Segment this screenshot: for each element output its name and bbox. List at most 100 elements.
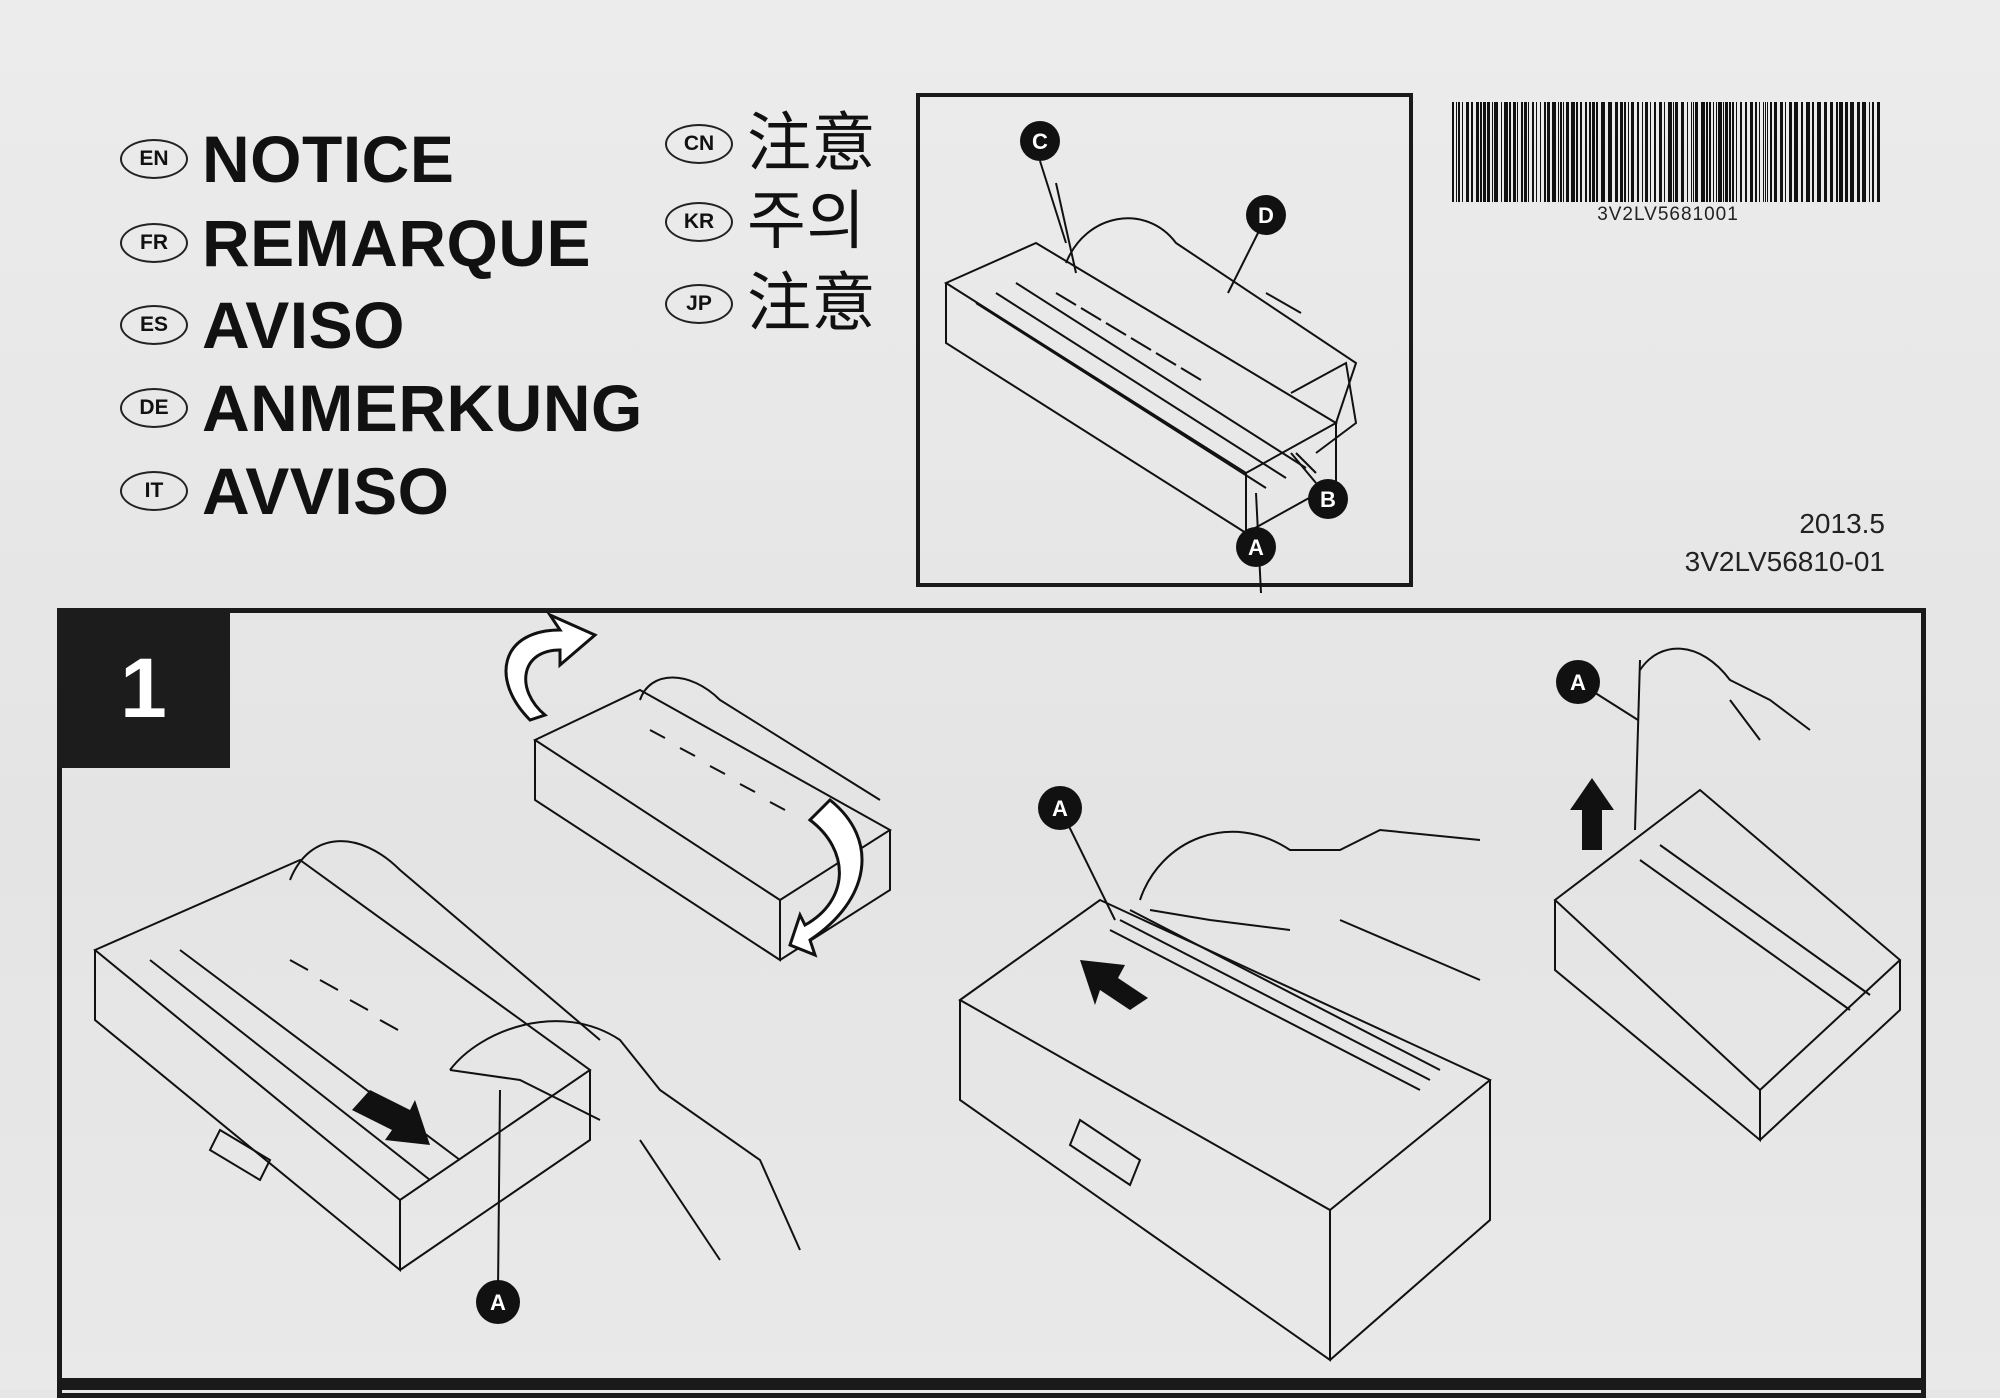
- barcode-bar: [1552, 102, 1556, 202]
- notice-it: IT AVVISO: [120, 458, 450, 524]
- barcode-bar: [1563, 102, 1564, 202]
- barcode-bar: [1812, 102, 1814, 202]
- barcode-bar: [1729, 102, 1731, 202]
- barcode-bar: [1642, 102, 1643, 202]
- barcode-bar: [1759, 102, 1760, 202]
- barcode-bar: [1494, 102, 1498, 202]
- notice-de: DE ANMERKUNG: [120, 375, 643, 441]
- arrow-up-left-icon: [1080, 960, 1148, 1010]
- barcode-bar: [1806, 102, 1810, 202]
- barcode-bar: [1872, 102, 1874, 202]
- barcode-bar: [1592, 102, 1595, 202]
- barcode-bar: [1576, 102, 1578, 202]
- barcode-bar: [1513, 102, 1516, 202]
- barcode-bar: [1631, 102, 1634, 202]
- barcode-bar: [1687, 102, 1688, 202]
- barcode-bar: [1755, 102, 1757, 202]
- barcode-number: 3V2LV5681001: [1597, 204, 1739, 225]
- notice-title: REMARQUE: [202, 206, 592, 280]
- document-date: 2013.5: [1799, 508, 1885, 539]
- barcode-bar: [1589, 102, 1591, 202]
- barcode-bar: [1664, 102, 1665, 202]
- notice-title: 注意: [747, 267, 876, 341]
- barcode-bar: [1615, 102, 1618, 202]
- barcode-bar: [1483, 102, 1486, 202]
- barcode-bar: [1839, 102, 1843, 202]
- barcode-bar: [1668, 102, 1672, 202]
- notice-title: 주의: [747, 185, 866, 259]
- notice-title: AVISO: [202, 288, 405, 362]
- barcode-bar: [1740, 102, 1742, 202]
- lang-badge: KR: [665, 202, 733, 242]
- barcode-bar: [1659, 102, 1662, 202]
- barcode-bar: [1681, 102, 1684, 202]
- barcode-bar: [1801, 102, 1803, 202]
- barcode-bar: [1566, 102, 1569, 202]
- callout-b: B: [1308, 479, 1348, 519]
- barcode-bar: [1501, 102, 1502, 202]
- callout-a: A: [1236, 527, 1276, 567]
- svg-text:D: D: [1258, 203, 1274, 228]
- callout-c: C: [1020, 121, 1060, 161]
- barcode-bar: [1480, 102, 1482, 202]
- barcode-bar: [1571, 102, 1575, 202]
- unit-illustration: C D B A: [943, 121, 1358, 594]
- barcode-bar: [1585, 102, 1587, 202]
- barcode-bar: [1718, 102, 1722, 202]
- barcode-bar: [1817, 102, 1821, 202]
- barcode-bar: [1732, 102, 1734, 202]
- barcode-bar: [1532, 102, 1534, 202]
- protective-strip: [1634, 659, 1641, 831]
- notice-fr: FR REMARQUE: [120, 210, 591, 276]
- barcode-bar: [1675, 102, 1678, 202]
- barcode-bar: [1785, 102, 1786, 202]
- barcode-bar: [1558, 102, 1559, 202]
- notice-title: ANMERKUNG: [202, 371, 643, 445]
- barcode-bar: [1471, 102, 1473, 202]
- notice-es: ES AVISO: [120, 292, 405, 358]
- callout-a: A: [476, 1089, 520, 1324]
- step-number: 1: [57, 608, 230, 768]
- barcode-bar: [1628, 102, 1629, 202]
- barcode-bar: [1673, 102, 1674, 202]
- barcode-bar: [1624, 102, 1626, 202]
- barcode-bar: [1850, 102, 1854, 202]
- barcode-bar: [1767, 102, 1768, 202]
- barcode-bar: [1763, 102, 1764, 202]
- callout-a: A: [1038, 786, 1116, 921]
- barcode-bar: [1536, 102, 1537, 202]
- svg-text:A: A: [1052, 796, 1068, 821]
- unit-right: [1553, 788, 1902, 1143]
- notice-title: AVVISO: [202, 454, 450, 528]
- barcode-bar: [1770, 102, 1772, 202]
- barcode-bar: [1509, 102, 1511, 202]
- barcode-bar: [1487, 102, 1490, 202]
- barcode-bar: [1789, 102, 1792, 202]
- callout-a: A: [1556, 660, 1639, 721]
- arrow-down-right-icon: [352, 1090, 430, 1145]
- barcode-bar: [1709, 102, 1711, 202]
- barcode-bar: [1466, 102, 1469, 202]
- rotate-arrow-icon: [788, 797, 864, 958]
- barcode-bar: [1645, 102, 1648, 202]
- lang-badge: FR: [120, 223, 188, 263]
- barcode-bar: [1774, 102, 1777, 202]
- barcode-bar: [1452, 102, 1454, 202]
- barcode-bar: [1462, 102, 1463, 202]
- barcode-bar: [1857, 102, 1860, 202]
- callout-d: D: [1246, 195, 1286, 235]
- lang-badge: JP: [665, 284, 733, 324]
- barcode-bar: [1620, 102, 1623, 202]
- barcode-bar: [1877, 102, 1880, 202]
- barcode-bar: [1836, 102, 1838, 202]
- barcode-bar: [1830, 102, 1833, 202]
- rotate-arrow-icon: [504, 611, 598, 722]
- hand-right: [1639, 647, 1811, 741]
- barcode-bar: [1601, 102, 1605, 202]
- barcode-bar: [1723, 102, 1724, 202]
- barcode-bar: [1869, 102, 1870, 202]
- notice-jp: JP 注意: [665, 272, 876, 336]
- barcode-bar: [1736, 102, 1737, 202]
